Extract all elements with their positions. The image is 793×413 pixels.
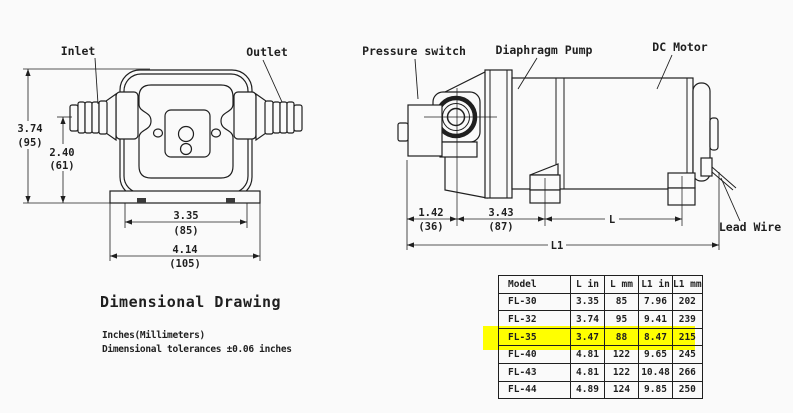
outlet-fitting: [233, 91, 303, 142]
header-l-in: L in: [570, 275, 605, 294]
side-dimension-arrows: [407, 216, 719, 248]
dim-base-width-mm: (105): [169, 258, 201, 270]
front-leader-lines: [94, 57, 283, 105]
cell-model: FL-32: [498, 310, 571, 329]
diaphragm-pump-label: Diaphragm Pump: [496, 43, 593, 57]
dim-motor-length-label: L: [609, 214, 615, 226]
dim-switch-in: 1.42: [418, 207, 443, 219]
side-view: Pressure switch Diaphragm Pump DC Motor …: [362, 40, 781, 252]
dim-slot-span-mm: (85): [173, 225, 198, 237]
cell-model: FL-35: [498, 327, 571, 347]
plate-hole-lower: [179, 142, 193, 156]
inlet-fitting: [69, 91, 139, 142]
header-l1-in: L1 in: [638, 275, 673, 294]
drawing-title: Dimensional Drawing: [100, 293, 282, 311]
clamp-band: [484, 69, 513, 199]
table-row: FL-32 3.74 95 9.41 239: [498, 310, 703, 329]
inlet-label: Inlet: [61, 44, 96, 58]
dim-head-in: 3.43: [488, 207, 513, 219]
side-leader-lines: [414, 54, 741, 222]
table-header-row: Model L in L mm L1 in L1 mm: [498, 275, 703, 294]
header-l1-mm: L1 mm: [672, 275, 703, 294]
base-plate: [109, 190, 261, 204]
dim-slot-span-in: 3.35: [173, 210, 198, 222]
dim-height-mm: (95): [17, 137, 42, 149]
side-centerlines: [424, 88, 683, 226]
wire-exit-block: [700, 157, 713, 177]
table-row: FL-40 4.81 122 9.65 245: [498, 345, 703, 364]
cell-model: FL-43: [498, 362, 571, 382]
left-slot: [152, 128, 164, 138]
right-slot: [210, 128, 222, 138]
cell-model: FL-30: [498, 292, 571, 312]
front-view-body: [119, 69, 253, 198]
side-dimension-lines: [406, 160, 720, 250]
pressure-switch-label: Pressure switch: [362, 44, 466, 58]
dim-height-in: 3.74: [17, 123, 42, 135]
pump-technical-drawing: Inlet Outlet 3.74 (95) 2.40 (61) 3.35 (8…: [17, 40, 781, 270]
tolerance-note: Dimensional tolerances ±0.06 inches: [102, 344, 292, 355]
center-plate: [164, 109, 211, 158]
table-row-highlighted: FL-35 3.47 88 8.47 215: [498, 327, 703, 347]
lead-wire-label: Lead Wire: [719, 220, 781, 234]
header-model: Model: [498, 275, 571, 294]
front-view: Inlet Outlet 3.74 (95) 2.40 (61) 3.35 (8…: [17, 44, 303, 270]
table-row: FL-30 3.35 85 7.96 202: [498, 292, 703, 312]
end-cap-bump: [709, 117, 719, 151]
dim-switch-mm: (36): [418, 221, 443, 233]
plate-hole-upper: [177, 125, 195, 143]
dim-base-width-in: 4.14: [172, 244, 197, 256]
front-dimension-arrows: [25, 69, 260, 259]
model-dimensions-table: Model L in L mm L1 in L1 mm FL-30 3.35 8…: [498, 275, 703, 400]
dim-overall-length-label: L1: [551, 240, 564, 252]
dim-port-height-mm: (61): [49, 160, 74, 172]
pressure-switch-shape: [397, 104, 443, 157]
cell-model: FL-44: [498, 380, 571, 400]
header-l-mm: L mm: [604, 275, 639, 294]
lead-wires: [711, 166, 737, 191]
dim-port-height-in: 2.40: [49, 147, 74, 159]
dim-head-mm: (87): [488, 221, 513, 233]
table-row: FL-44 4.89 124 9.85 250: [498, 380, 703, 400]
table-row: FL-43 4.81 122 10.48 266: [498, 362, 703, 382]
front-dimension-lines: [23, 68, 261, 261]
units-note: Inches(Millimeters): [102, 330, 205, 341]
dc-motor-label: DC Motor: [652, 40, 707, 54]
outlet-label: Outlet: [246, 45, 288, 59]
cell-model: FL-40: [498, 345, 571, 364]
